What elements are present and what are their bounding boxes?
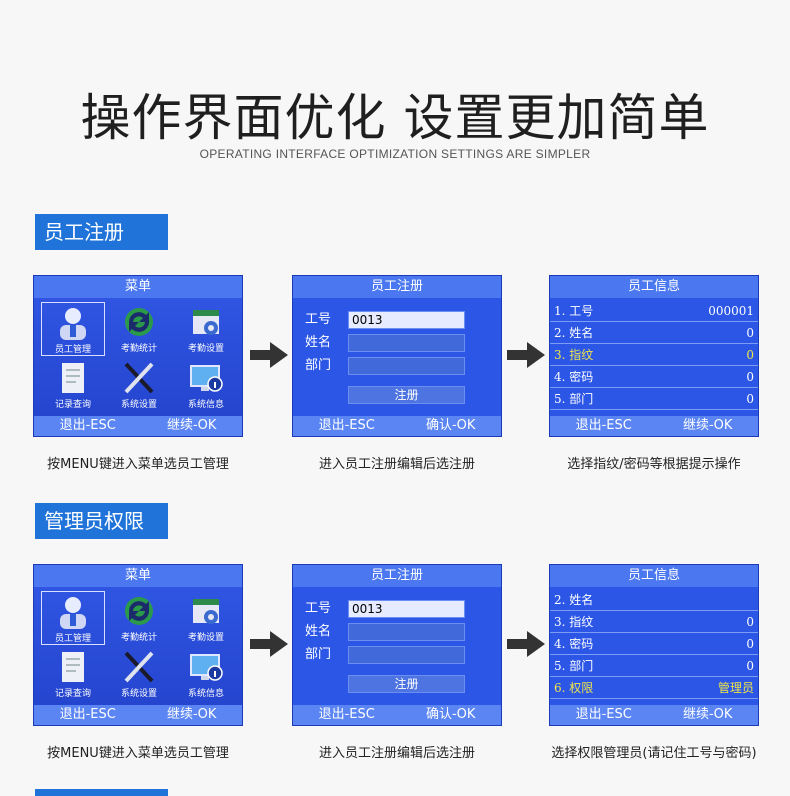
info-row[interactable]: 2. 姓名 (550, 589, 758, 611)
info-title: 员工信息 (550, 276, 758, 298)
menu-item-system-info[interactable]: 系统信息 (174, 647, 238, 701)
arrow-right-icon (250, 631, 288, 657)
menu-screen: 菜单 员工管理 考勤统计 考勤设置 记录查询 系统设置 (33, 275, 243, 437)
menu-item-employee[interactable]: 员工管理 (41, 302, 105, 356)
label-department: 部门 (305, 358, 332, 373)
ok-button[interactable]: 继续-OK (682, 418, 733, 433)
ok-button[interactable]: 继续-OK (166, 707, 217, 722)
esc-button[interactable]: 退出-ESC (59, 707, 116, 722)
section-tag-admin-permission: 管理员权限 (35, 503, 168, 539)
section-tag-partial (35, 789, 168, 796)
menu-item-records[interactable]: 记录查询 (41, 358, 105, 412)
menu-item-system-settings[interactable]: 系统设置 (107, 647, 171, 701)
register-footer: 退出-ESC 确认-OK (293, 416, 501, 436)
menu-item-statistics[interactable]: 考勤统计 (107, 302, 171, 356)
caption: 选择权限管理员(请记住工号与密码) (551, 746, 757, 761)
caption: 进入员工注册编辑后选注册 (318, 457, 475, 472)
document-icon (62, 652, 84, 682)
calendar-gear-icon (193, 599, 219, 624)
name-field[interactable] (348, 623, 465, 641)
employee-id-field[interactable]: 0013 (348, 311, 465, 329)
employee-id-field[interactable]: 0013 (348, 600, 465, 618)
label-employee-id: 工号 (305, 312, 332, 327)
register-footer: 退出-ESC 确认-OK (293, 705, 501, 725)
tools-icon (124, 651, 154, 683)
info-title: 员工信息 (550, 565, 758, 587)
document-icon (62, 363, 84, 393)
menu-item-attendance-settings[interactable]: 考勤设置 (174, 302, 238, 356)
department-field[interactable] (348, 357, 465, 375)
arrow-right-icon (507, 342, 545, 368)
esc-button[interactable]: 退出-ESC (575, 707, 632, 722)
page-title: 操作界面优化 设置更加简单 (80, 89, 710, 147)
ok-button[interactable]: 继续-OK (682, 707, 733, 722)
register-title: 员工注册 (293, 276, 501, 298)
menu-footer: 退出-ESC 继续-OK (34, 416, 242, 436)
monitor-info-icon (190, 654, 223, 681)
name-field[interactable] (348, 334, 465, 352)
register-screen: 员工注册 工号 0013 姓名 部门 注册 退出-ESC 确认-OK (292, 564, 502, 726)
refresh-icon (125, 597, 153, 625)
section-tag-employee-register: 员工注册 (35, 214, 168, 250)
caption: 选择指纹/密码等根据提示操作 (567, 457, 741, 472)
menu-item-system-info[interactable]: 系统信息 (174, 358, 238, 412)
esc-button[interactable]: 退出-ESC (318, 707, 375, 722)
user-icon (60, 597, 86, 629)
register-screen: 员工注册 工号 0013 姓名 部门 注册 退出-ESC 确认-OK (292, 275, 502, 437)
register-button[interactable]: 注册 (348, 675, 465, 693)
menu-item-records[interactable]: 记录查询 (41, 647, 105, 701)
info-footer: 退出-ESC 继续-OK (550, 705, 758, 725)
arrow-right-icon (250, 342, 288, 368)
info-footer: 退出-ESC 继续-OK (550, 416, 758, 436)
ok-button[interactable]: 继续-OK (166, 418, 217, 433)
confirm-button[interactable]: 确认-OK (425, 418, 476, 433)
info-row-selected[interactable]: 6. 权限管理员 (550, 677, 758, 699)
label-department: 部门 (305, 647, 332, 662)
page-subtitle: OPERATING INTERFACE OPTIMIZATION SETTING… (199, 147, 591, 161)
department-field[interactable] (348, 646, 465, 664)
menu-title: 菜单 (34, 565, 242, 587)
label-name: 姓名 (305, 624, 332, 639)
menu-item-statistics[interactable]: 考勤统计 (107, 591, 171, 645)
label-employee-id: 工号 (305, 601, 332, 616)
menu-screen: 菜单 员工管理 考勤统计 考勤设置 记录查询 系统设置 (33, 564, 243, 726)
menu-item-system-settings[interactable]: 系统设置 (107, 358, 171, 412)
menu-grid: 员工管理 考勤统计 考勤设置 记录查询 系统设置 系统信息 (34, 298, 242, 416)
menu-grid: 员工管理 考勤统计 考勤设置 记录查询 系统设置 系统信息 (34, 587, 242, 705)
label-name: 姓名 (305, 335, 332, 350)
menu-footer: 退出-ESC 继续-OK (34, 705, 242, 725)
esc-button[interactable]: 退出-ESC (318, 418, 375, 433)
menu-item-attendance-settings[interactable]: 考勤设置 (174, 591, 238, 645)
esc-button[interactable]: 退出-ESC (59, 418, 116, 433)
tools-icon (124, 362, 154, 394)
refresh-icon (125, 308, 153, 336)
menu-item-employee[interactable]: 员工管理 (41, 591, 105, 645)
confirm-button[interactable]: 确认-OK (425, 707, 476, 722)
monitor-info-icon (190, 365, 223, 392)
register-button[interactable]: 注册 (348, 386, 465, 404)
register-title: 员工注册 (293, 565, 501, 587)
caption: 按MENU键进入菜单选员工管理 (47, 457, 229, 472)
calendar-gear-icon (193, 310, 219, 335)
esc-button[interactable]: 退出-ESC (575, 418, 632, 433)
arrow-right-icon (507, 631, 545, 657)
caption: 按MENU键进入菜单选员工管理 (47, 746, 229, 761)
caption: 进入员工注册编辑后选注册 (318, 746, 475, 761)
menu-title: 菜单 (34, 276, 242, 298)
user-icon (60, 308, 86, 340)
